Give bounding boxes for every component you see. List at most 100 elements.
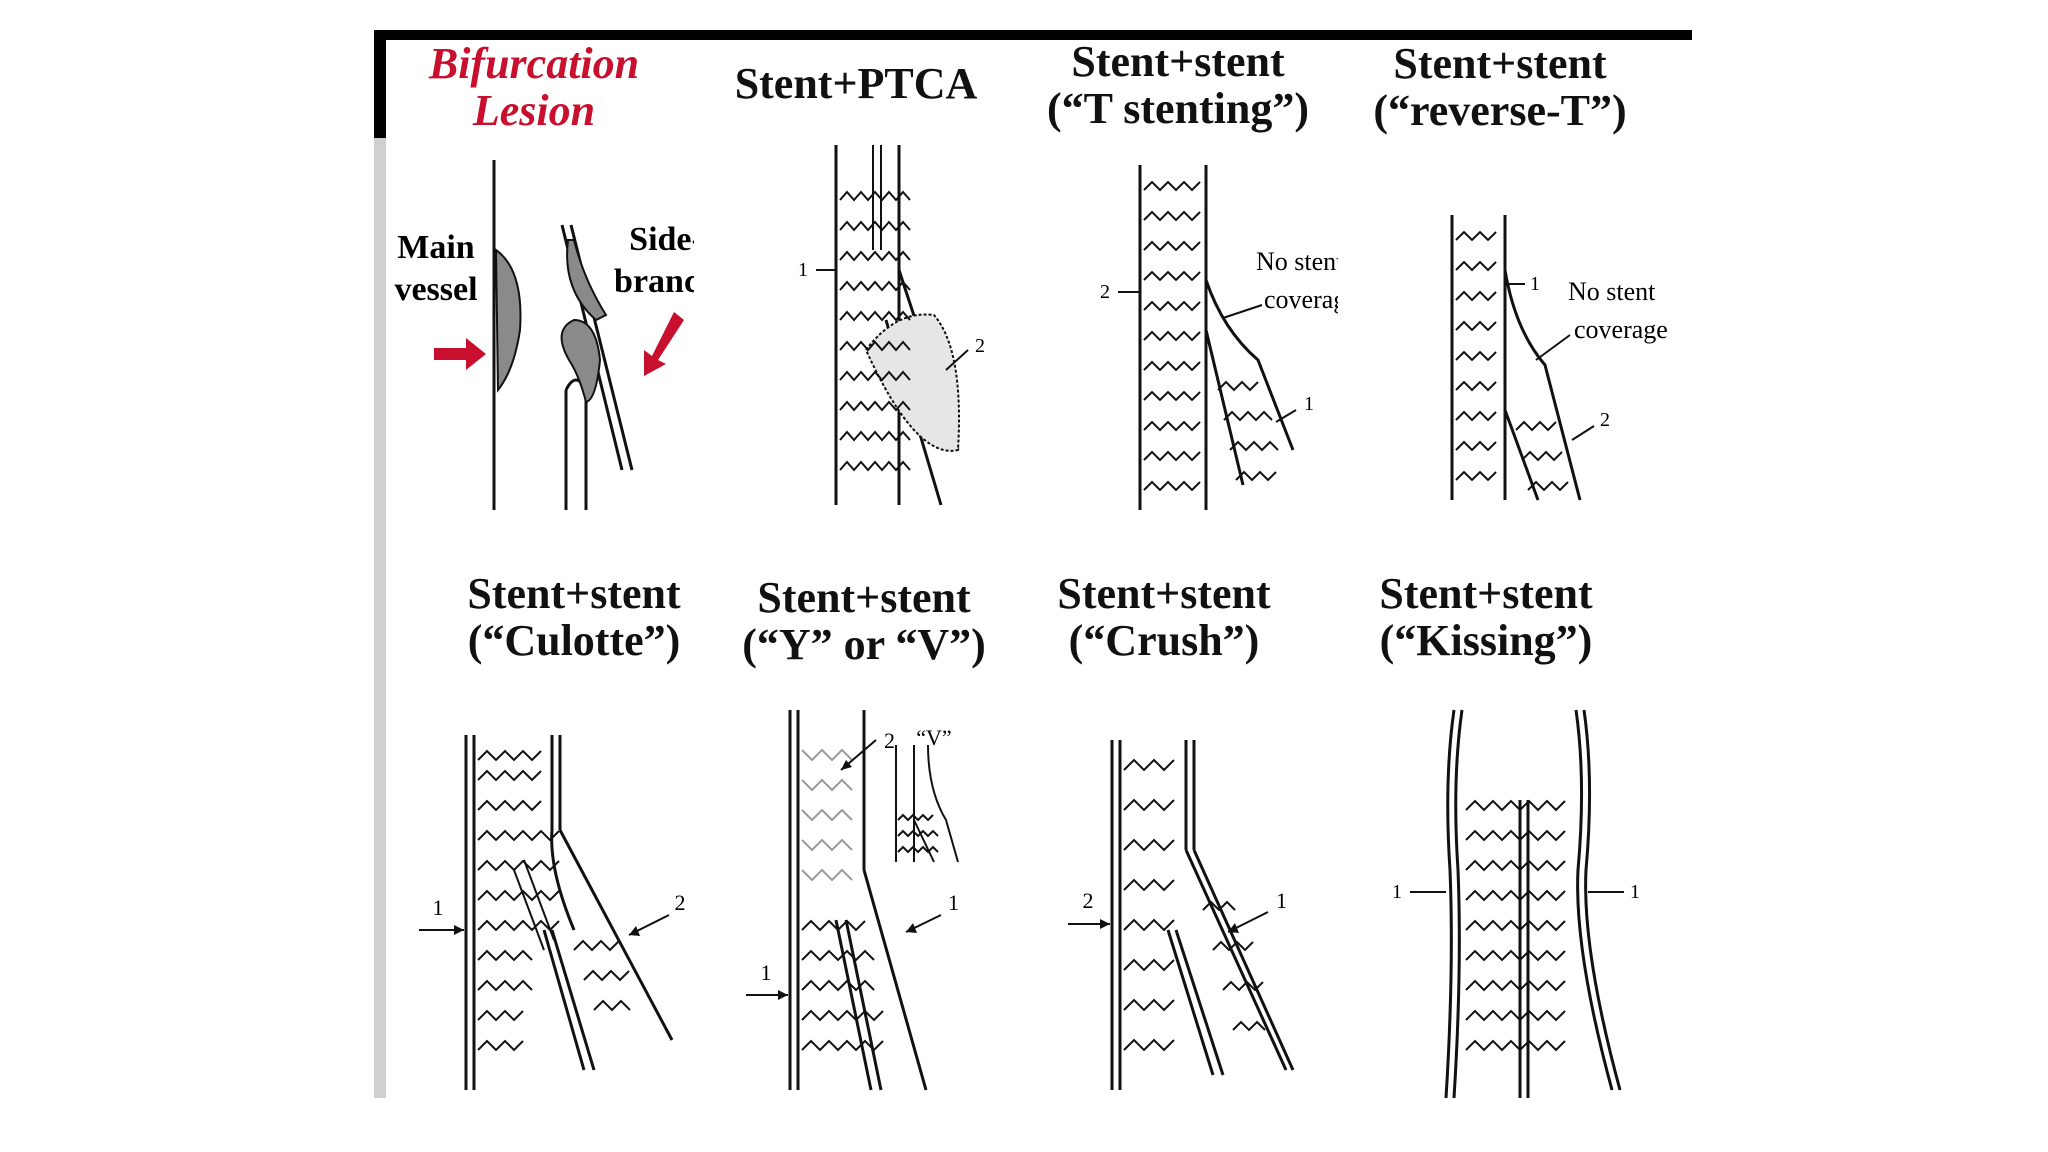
stent-struts (801, 919, 884, 1052)
label-1: 1 (1276, 888, 1287, 913)
label-main: Main (397, 229, 475, 266)
vessel-wall (1574, 709, 1614, 1091)
kissing-drawing: 1 1 (1392, 709, 1640, 1098)
label-v: “V” (916, 725, 951, 750)
label-side: Side- (629, 221, 694, 258)
carina (564, 378, 588, 510)
label-no-stent: No stent (1568, 277, 1656, 306)
balloon (864, 313, 960, 452)
title-line-1: Stent+stent (467, 569, 681, 618)
title-line-1: Stent+stent (757, 573, 971, 622)
carina-plaque (560, 318, 602, 404)
red-arrow-main (434, 338, 486, 370)
vessel-wall (1444, 709, 1456, 1098)
panel-title: Stent+stent (“Culotte”) (414, 570, 734, 664)
panel-culotte: Stent+stent (“Culotte”) (374, 570, 694, 1090)
side-branch-wall (1204, 279, 1295, 486)
label-coverage: coverage (1574, 315, 1668, 344)
top-border (374, 30, 1692, 40)
panel-title: Stent+PTCA (696, 60, 1016, 107)
side-branch-plaque (566, 239, 608, 322)
title-line-2: (“Culotte”) (467, 616, 681, 665)
label-vessel: vessel (394, 271, 477, 308)
title-line-1: Stent+stent (1071, 37, 1285, 86)
title-line-1: Stent+stent (1379, 569, 1593, 618)
vessel-wall (1582, 709, 1622, 1091)
stent-strut (839, 190, 911, 202)
panel-title: Stent+stent (“reverse-T”) (1340, 40, 1660, 134)
panel-stent-ptca: Stent+PTCA 1 (696, 30, 1016, 550)
culotte-drawing: 1 2 (419, 735, 686, 1090)
panel-title: Stent+stent (“T stenting”) (1018, 38, 1338, 132)
label-2: 2 (1083, 888, 1094, 913)
pointer-line (1535, 334, 1571, 361)
arrow-head (841, 760, 852, 770)
arrow-head (1228, 923, 1239, 933)
panel-title: Stent+stent (“Crush”) (1004, 570, 1324, 664)
label-2: 2 (884, 728, 895, 753)
label-1-left: 1 (1392, 881, 1402, 903)
label-coverage: coverage (1264, 285, 1338, 314)
label-1: 1 (948, 890, 959, 915)
label-2: 2 (1100, 281, 1110, 303)
label-1: 1 (1530, 273, 1540, 295)
v-inset (895, 744, 959, 863)
pointer-line (1571, 425, 1595, 441)
label-branch: branch (614, 263, 694, 300)
label-1: 1 (761, 960, 772, 985)
pointer-line (1222, 304, 1263, 319)
title-line-1: Stent+PTCA (734, 59, 978, 108)
panel-y-or-v: Stent+stent (“Y” or “V”) (696, 570, 1016, 1091)
panel-t-stenting: Stent+stent (“T stenting”) (1018, 30, 1338, 550)
stent-struts (1123, 758, 1266, 1052)
panel-title: Stent+stent (“Y” or “V”) (704, 574, 1024, 668)
panel-crush: Stent+stent (“Crush”) (1018, 570, 1338, 1090)
reverse-t-drawing: 1 No stent coverage 2 (1450, 215, 1668, 501)
arrow-head (906, 923, 917, 933)
stent-struts (1143, 180, 1279, 492)
label-1-right: 1 (1630, 881, 1640, 903)
stent-struts-light (801, 748, 853, 882)
panel-title: Stent+stent (“Kissing”) (1326, 570, 1646, 664)
t-stenting-drawing: 2 No stent coverage 1 (1100, 165, 1338, 510)
pointer-line (1275, 409, 1297, 423)
arrow-head (454, 925, 464, 935)
stent-ptca-drawing: 1 2 (798, 145, 985, 506)
title-line-1: Bifurcation (428, 39, 640, 88)
stent-struts (1465, 799, 1566, 1052)
panel-title: Bifurcation Lesion (374, 40, 694, 134)
red-arrow-side (644, 312, 684, 376)
left-border (374, 30, 386, 138)
title-line-2: (“Y” or “V”) (742, 620, 986, 669)
side-branch-wall (834, 869, 928, 1091)
title-line-2: (“T stenting”) (1047, 84, 1309, 133)
crush-drawing: 2 1 (1068, 740, 1295, 1090)
title-line-2: (“Kissing”) (1379, 616, 1593, 665)
label-2: 2 (975, 335, 985, 357)
title-line-2: (“reverse-T”) (1373, 86, 1627, 135)
title-line-2: Lesion (472, 86, 596, 135)
left-rule (374, 138, 386, 1098)
stent-struts (839, 220, 911, 472)
side-branch-wall (542, 829, 674, 1071)
label-2: 2 (1600, 409, 1610, 431)
label-1: 1 (1304, 393, 1314, 415)
arrow-head (778, 990, 788, 1000)
title-line-1: Stent+stent (1057, 569, 1271, 618)
arrow-head (1100, 919, 1110, 929)
main-vessel-plaque (494, 248, 522, 393)
label-1: 1 (433, 895, 444, 920)
vessel-wall (1452, 709, 1464, 1098)
label-2: 2 (675, 890, 686, 915)
label-no-stent: No stent (1256, 247, 1338, 276)
panel-kissing: Stent+stent (“Kissing”) 1 (1340, 570, 1660, 1098)
title-line-1: Stent+stent (1393, 39, 1607, 88)
stent-struts (1455, 230, 1569, 492)
bifurcation-lesion-drawing: Main vessel Side- branch (394, 160, 694, 510)
stent-struts (477, 749, 631, 1052)
y-or-v-drawing: 2 1 1 “V” (746, 710, 959, 1091)
pointer-line (945, 349, 969, 371)
side-branch-wall (1166, 849, 1295, 1076)
title-line-2: (“Crush”) (1068, 616, 1260, 665)
arrow-head (629, 926, 640, 936)
